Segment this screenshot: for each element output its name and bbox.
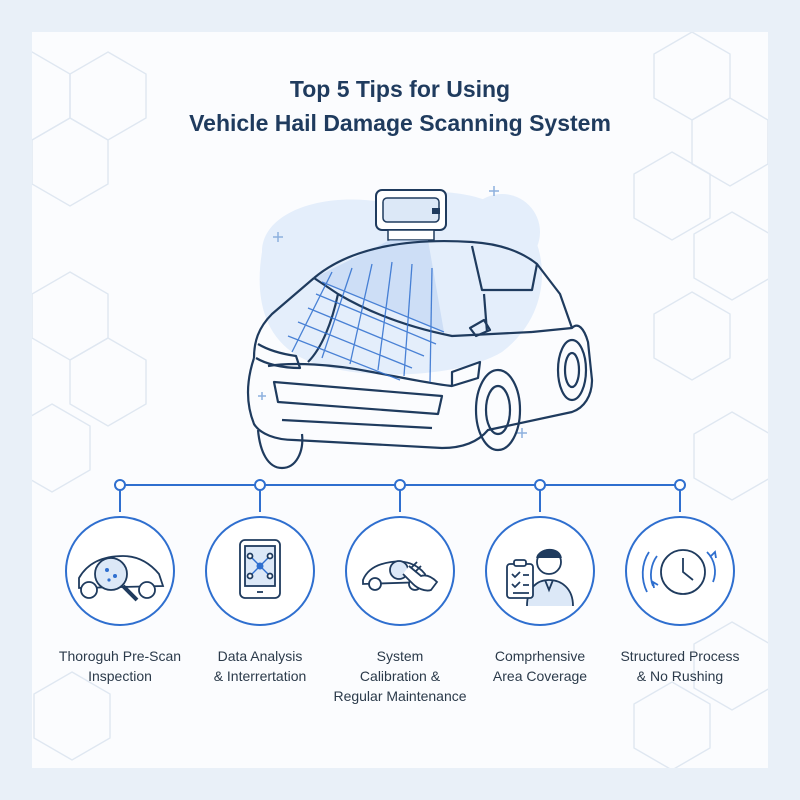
title-line-2: Vehicle Hail Damage Scanning System <box>189 110 611 136</box>
tip-1-label: Thoroguh Pre-Scan Inspection <box>58 648 182 684</box>
timeline-connector <box>114 479 686 512</box>
tip-area-coverage: Comprhensive Area Coverage <box>465 516 615 686</box>
tip-1-icon-circle <box>65 516 175 626</box>
tip-pre-scan-inspection: Thoroguh Pre-Scan Inspection <box>45 516 195 686</box>
tip-5-label: Structured Process & No Rushing <box>620 648 740 684</box>
tip-3-label: System Calibration & Regular Maintenance <box>333 648 467 704</box>
car-scan-illustration <box>246 186 594 470</box>
tip-data-analysis: Data Analysis & Interrertation <box>185 516 335 686</box>
tip-5-icon-circle <box>625 516 735 626</box>
tip-4-label: Comprhensive Area Coverage <box>492 648 588 684</box>
tip-4-icon-circle <box>485 516 595 626</box>
tip-3-icon-circle <box>345 516 455 626</box>
title-line-1: Top 5 Tips for Using <box>289 76 511 102</box>
infographic-card: Top 5 Tips for Using Vehicle Hail Damage… <box>32 32 768 768</box>
magnifier-car-icon <box>78 555 165 602</box>
scanner-device-icon <box>375 189 447 241</box>
tip-structured-process: Structured Process & No Rushing <box>605 516 755 686</box>
clock-icon <box>641 549 717 595</box>
person-clipboard-icon <box>506 548 574 607</box>
tip-2-label: Data Analysis & Interrertation <box>213 648 307 684</box>
hexagon-pattern <box>32 32 768 768</box>
hand-car-icon <box>362 560 439 592</box>
tip-2-icon-circle <box>205 516 315 626</box>
tablet-network-icon <box>239 539 281 599</box>
tip-system-calibration: System Calibration & Regular Maintenance <box>325 516 475 706</box>
